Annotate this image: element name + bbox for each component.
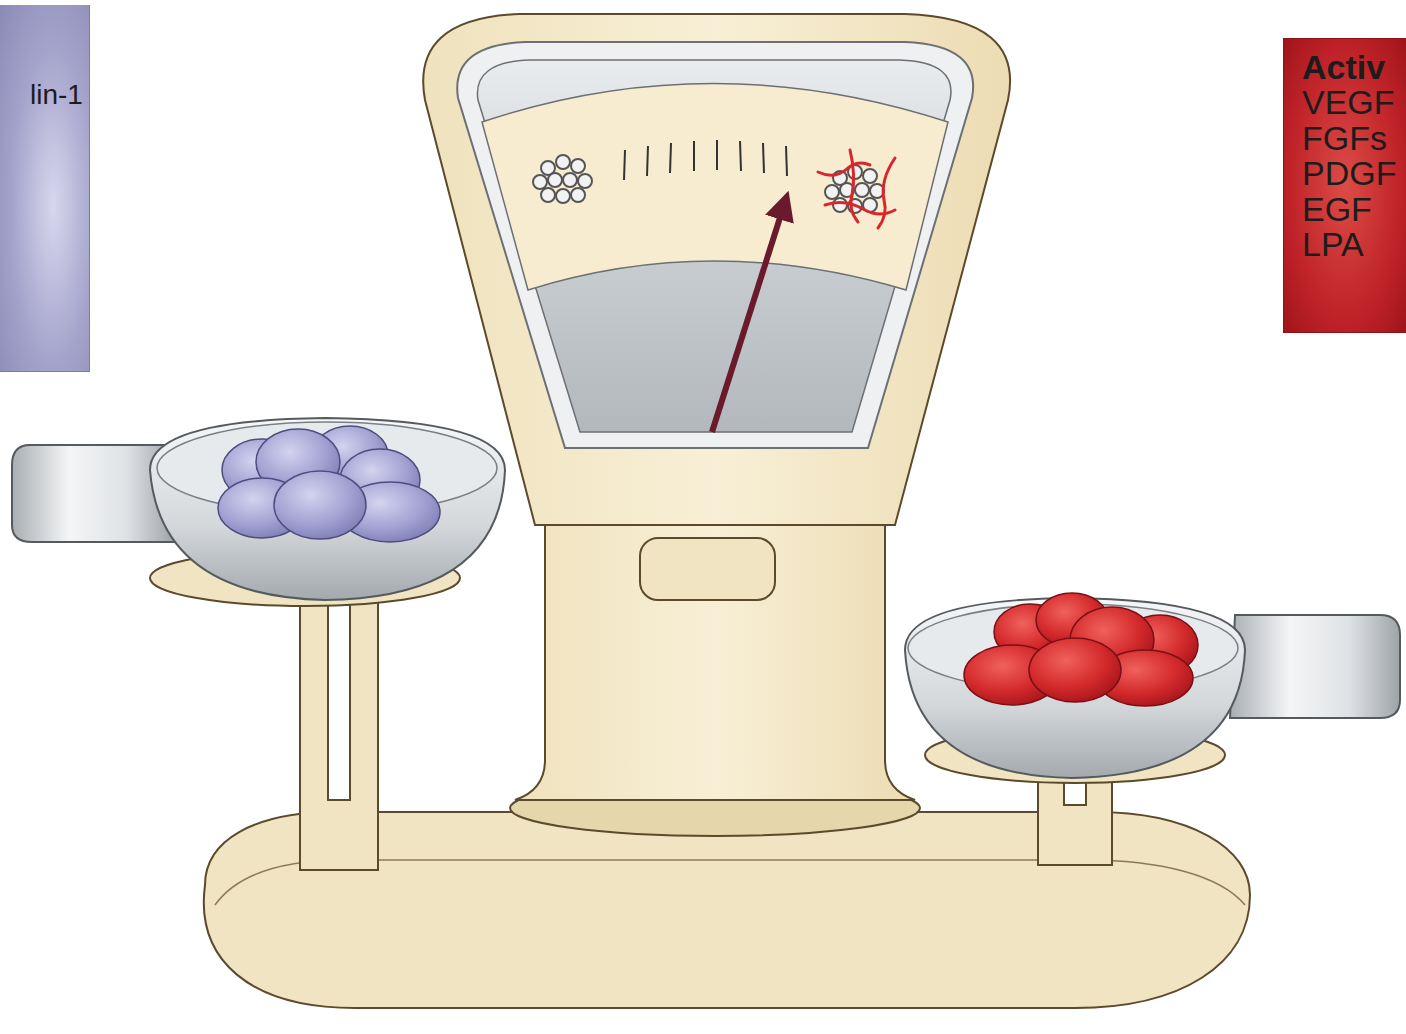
dial-housing bbox=[423, 14, 1010, 525]
cell bbox=[825, 185, 839, 199]
cell bbox=[571, 188, 585, 202]
dial-tick bbox=[693, 141, 695, 171]
post-slot bbox=[328, 605, 350, 800]
dial-tick bbox=[624, 150, 625, 180]
scale-column bbox=[515, 515, 915, 800]
box-heading: Activ bbox=[1302, 49, 1404, 85]
column-window bbox=[640, 538, 775, 600]
dial-tick bbox=[647, 146, 648, 176]
cell bbox=[863, 169, 877, 183]
activator-ball bbox=[1029, 638, 1121, 702]
cell bbox=[855, 183, 869, 197]
cell bbox=[563, 173, 577, 187]
dial-tick bbox=[716, 140, 718, 170]
vessel bbox=[825, 202, 895, 214]
pan-post bbox=[300, 590, 378, 870]
inhibitor-ball bbox=[274, 471, 366, 539]
activator-box: ActivVEGF FGFs PDGF EGF LPA bbox=[1283, 38, 1406, 333]
activator-cluster bbox=[964, 593, 1198, 706]
cell bbox=[556, 155, 570, 169]
vessel bbox=[878, 158, 895, 228]
dial-face bbox=[482, 84, 948, 291]
dial-tick bbox=[763, 143, 764, 173]
inhibitor-name: lin-1 bbox=[30, 79, 89, 111]
cell bbox=[541, 188, 555, 202]
cell bbox=[571, 159, 585, 173]
cell bbox=[533, 175, 547, 189]
vessel bbox=[818, 163, 870, 175]
pan-handle bbox=[1230, 615, 1400, 718]
cell bbox=[548, 173, 562, 187]
cell bbox=[578, 174, 592, 188]
dial-ticks bbox=[624, 140, 787, 180]
dial-screen bbox=[477, 60, 951, 432]
cell-cluster bbox=[533, 155, 592, 203]
dial-tick bbox=[786, 146, 787, 176]
dial-tick bbox=[740, 141, 741, 171]
blood-vessels bbox=[818, 150, 895, 228]
factor-list: VEGF FGFs PDGF EGF LPA bbox=[1302, 85, 1404, 263]
dial-frame bbox=[457, 42, 973, 448]
inhibitor-box: lin-1 bbox=[0, 5, 90, 372]
dial-tick bbox=[670, 143, 671, 173]
pan-handle bbox=[12, 445, 175, 542]
scale-pan bbox=[150, 418, 505, 600]
cell bbox=[556, 189, 570, 203]
cell bbox=[833, 198, 847, 212]
inhibitor-cluster bbox=[218, 426, 440, 542]
scale-pan bbox=[905, 598, 1245, 778]
vessel bbox=[850, 150, 858, 222]
dial-needle bbox=[712, 205, 784, 432]
